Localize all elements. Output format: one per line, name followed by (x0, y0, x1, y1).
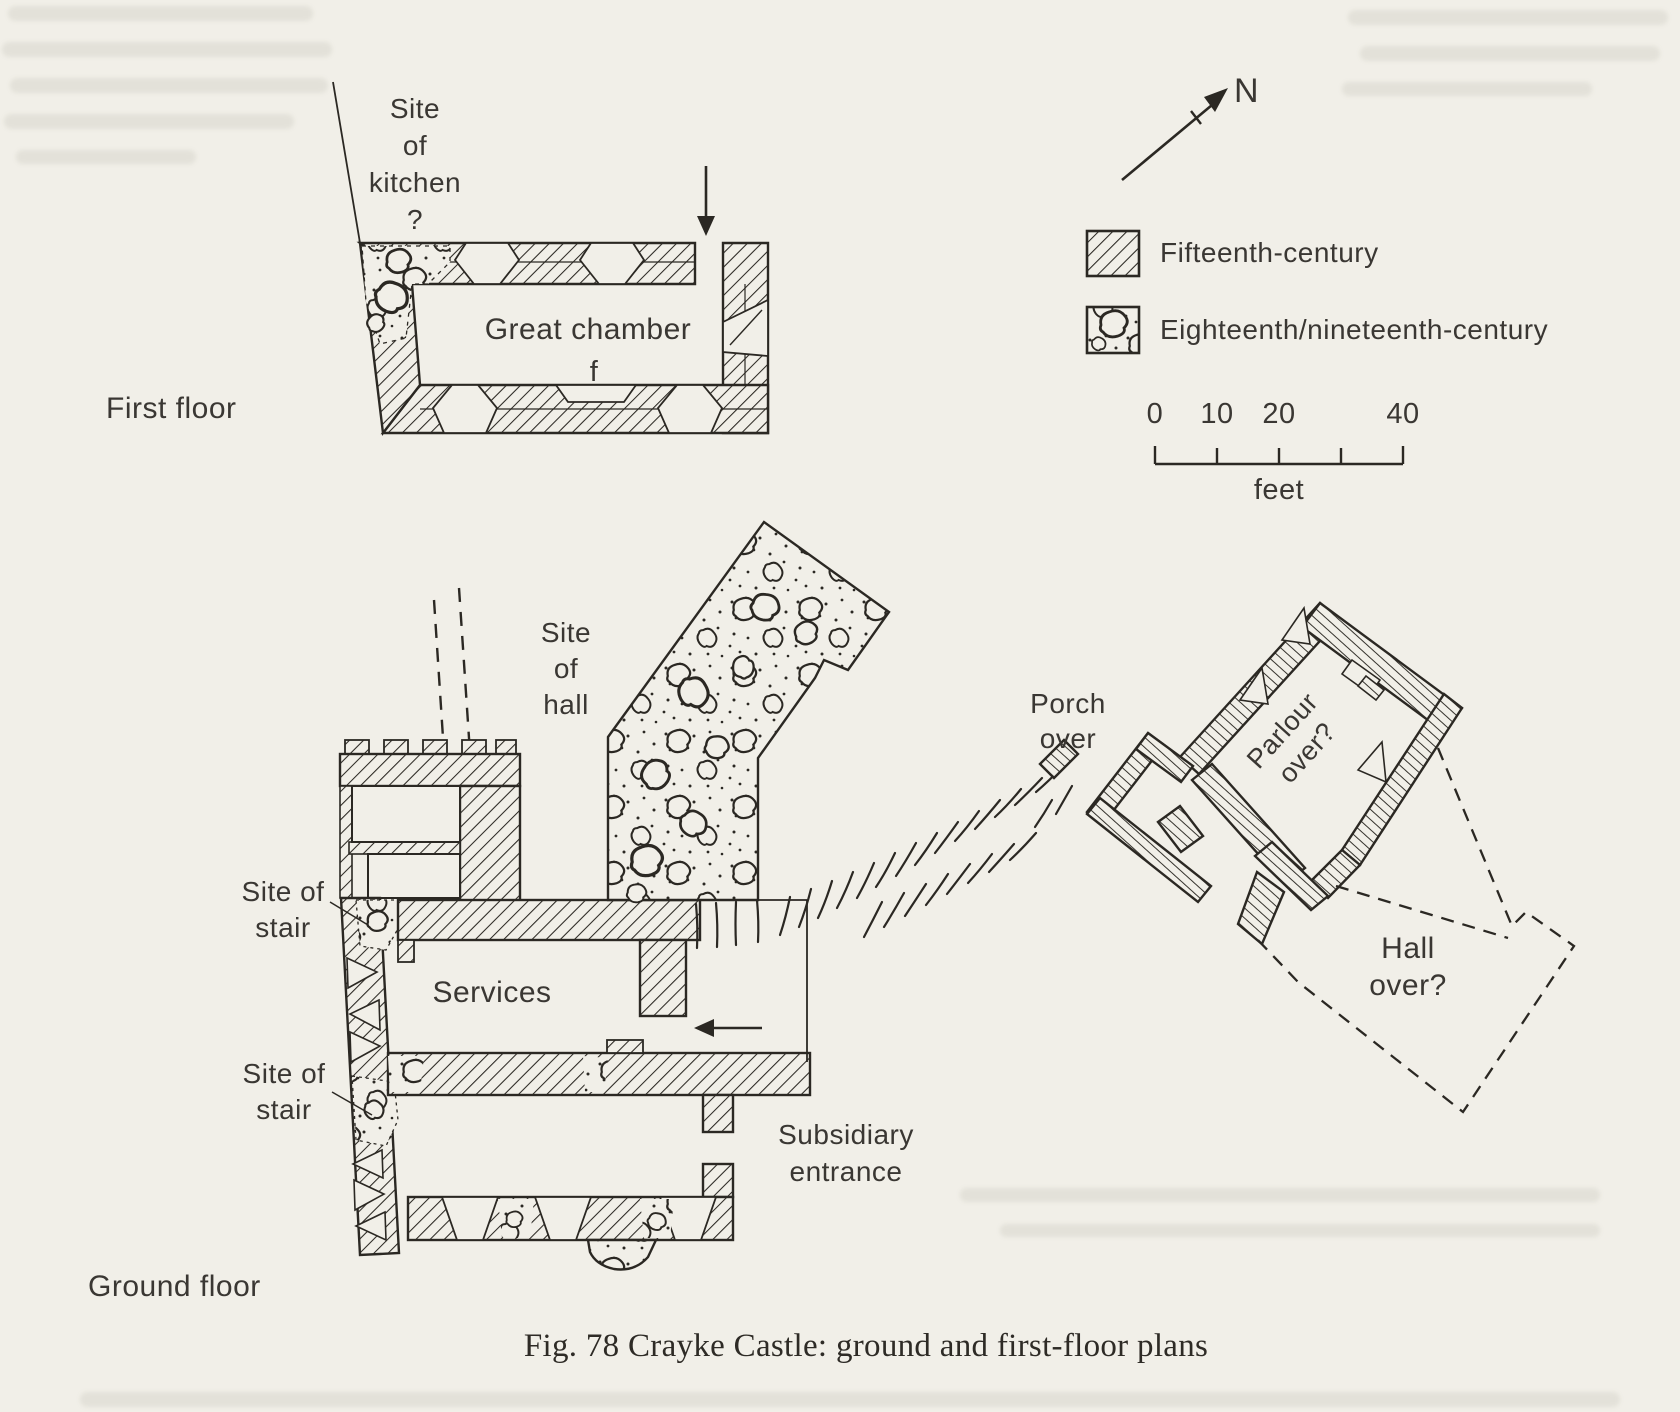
site-of-hall-label: Site of hall (540, 617, 592, 720)
scale-unit-label: feet (1253, 474, 1305, 506)
slope-hachures (694, 764, 1074, 950)
north-label: N (1234, 72, 1260, 110)
boundary-line (332, 81, 361, 244)
l-fragment-bar (1253, 840, 1330, 912)
scale-tick-10: 10 (1200, 398, 1234, 430)
page-bleedthrough (4, 114, 294, 129)
porch-pier (1156, 804, 1205, 854)
page-bleedthrough (960, 1188, 1600, 1202)
hall-dashed-outline (1255, 747, 1576, 1114)
legend-swatch-hatch (1085, 229, 1141, 278)
hall-over-label: Hall over? (1369, 932, 1447, 1002)
window-embrasure (431, 242, 769, 434)
legend-swatches (1085, 229, 1141, 355)
l-fragment-leg (1236, 870, 1286, 946)
legend-label-eighteenth: Eighteenth/nineteenth-century (1160, 314, 1549, 345)
porch-outer-jamb (1038, 738, 1080, 780)
garderobe-projection (586, 1238, 658, 1271)
north-arrow (1121, 88, 1228, 181)
scale-tick-40: 40 (1386, 398, 1420, 430)
porch-over-label: Porch over (1030, 688, 1106, 754)
first-floor-label: First floor (106, 392, 237, 425)
great-chamber-label: Great chamber (484, 313, 692, 346)
site-of-stair-upper-label: Site of stair (241, 876, 325, 943)
court-boundary (700, 899, 808, 1062)
scale-tick-0: 0 (1146, 398, 1164, 430)
services-label: Services (432, 976, 552, 1009)
fireplace-recess (554, 384, 638, 403)
porch-se-wall (1085, 796, 1213, 904)
range-se-wall (1340, 692, 1464, 867)
entrance-arrow-icon (697, 166, 715, 236)
page-bleedthrough (1360, 46, 1660, 61)
page-bleedthrough (10, 78, 328, 93)
page-bleedthrough (1348, 10, 1668, 25)
ground-floor-plan (329, 520, 1074, 1271)
scale-tick-20: 20 (1262, 398, 1296, 430)
page-bleedthrough (16, 150, 196, 164)
ground-floor-label: Ground floor (88, 1270, 261, 1303)
northwest-tower (338, 739, 522, 904)
site-of-hall-wall (606, 520, 891, 902)
page-bleedthrough (8, 6, 313, 21)
west-wall (339, 896, 401, 1257)
page-bleedthrough (1342, 82, 1592, 96)
stair-site-patches (329, 899, 405, 1147)
fireplace-label: f (589, 356, 599, 388)
page-bleedthrough (80, 1392, 1620, 1407)
porch-ne-wall (1134, 731, 1195, 784)
subsidiary-entrance-label: Subsidiary entrance (778, 1119, 914, 1187)
figure-caption: Fig. 78 Crayke Castle: ground and first-… (523, 1328, 1209, 1364)
first-floor-plan (332, 81, 770, 437)
scale-bar (1153, 446, 1405, 466)
entrance-arrow-icon (694, 1019, 762, 1037)
services-walls (386, 898, 812, 1271)
projection-dashed-lines (432, 587, 472, 754)
page-bleedthrough (2, 42, 332, 57)
legend-label-fifteenth: Fifteenth-century (1160, 237, 1379, 268)
site-of-stair-lower-label: Site of stair (242, 1058, 326, 1125)
site-of-kitchen-label: Site of kitchen ? (368, 93, 462, 235)
east-building-plan (1038, 601, 1576, 1114)
page-bleedthrough (1000, 1224, 1600, 1237)
